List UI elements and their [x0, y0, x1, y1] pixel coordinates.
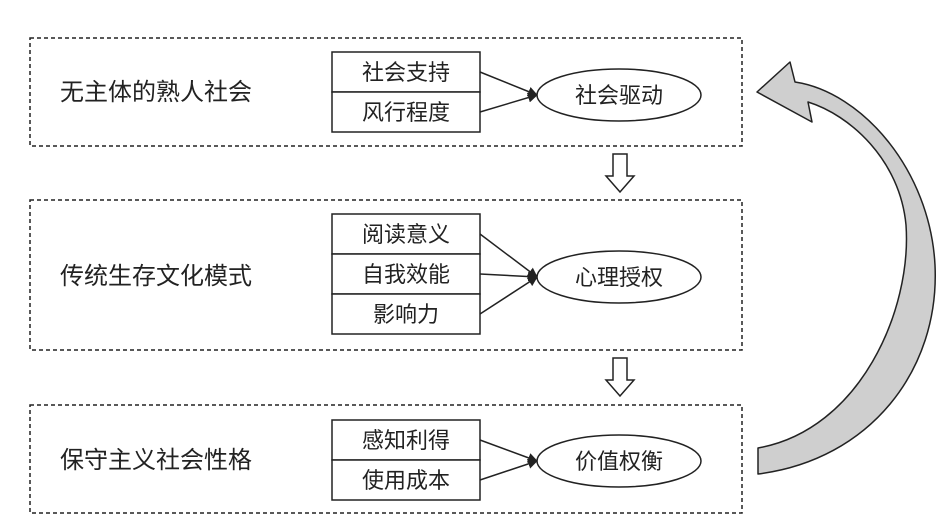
section-3-result-ellipse — [536, 434, 702, 488]
down-arrow-2 — [604, 357, 636, 398]
section-2-frame — [29, 199, 743, 351]
section-2-item-1: 阅读意义 — [362, 223, 450, 248]
section-1-result: 社会驱动 — [575, 84, 663, 109]
section-2-item-box-3 — [331, 293, 481, 335]
section-1-item-1: 社会支持 — [362, 61, 450, 86]
feedback-curved-arrow — [756, 61, 936, 475]
section-2-item-box-1 — [331, 213, 481, 255]
section-1: 无主体的熟人社会 社会支持 风行程度 社会驱动 — [29, 37, 743, 147]
section-1-result-ellipse — [536, 68, 702, 122]
section-2-title: 传统生存文化模式 — [60, 262, 252, 290]
section-1-title: 无主体的熟人社会 — [60, 78, 252, 106]
section-3-item-1: 感知利得 — [362, 429, 450, 454]
section-2-connector-1 — [479, 233, 538, 278]
section-1-frame — [29, 37, 743, 147]
section-3-title: 保守主义社会性格 — [60, 446, 252, 474]
section-3-connector-2 — [479, 459, 538, 481]
section-2-item-2: 自我效能 — [362, 263, 450, 288]
section-3-item-2: 使用成本 — [362, 469, 450, 494]
section-2-connector-3 — [479, 276, 538, 315]
section-1-connector-2 — [479, 92, 538, 113]
section-2-result: 心理授权 — [575, 266, 663, 291]
section-1-item-2: 风行程度 — [362, 101, 450, 126]
section-1-item-box-2 — [331, 91, 481, 133]
section-1-connector-1 — [479, 71, 538, 97]
section-2-item-3: 影响力 — [373, 303, 439, 328]
section-3-result: 价值权衡 — [575, 450, 663, 475]
section-2-result-ellipse — [536, 250, 702, 304]
section-2-connector-2 — [479, 271, 538, 282]
down-arrow-1 — [604, 153, 636, 194]
section-3-item-box-2 — [331, 459, 481, 501]
section-3-frame — [29, 404, 743, 514]
section-3: 保守主义社会性格 感知利得 使用成本 价值权衡 — [29, 404, 743, 514]
section-3-connector-1 — [479, 439, 538, 463]
section-2: 传统生存文化模式 阅读意义 自我效能 影响力 心理授权 — [29, 199, 743, 351]
